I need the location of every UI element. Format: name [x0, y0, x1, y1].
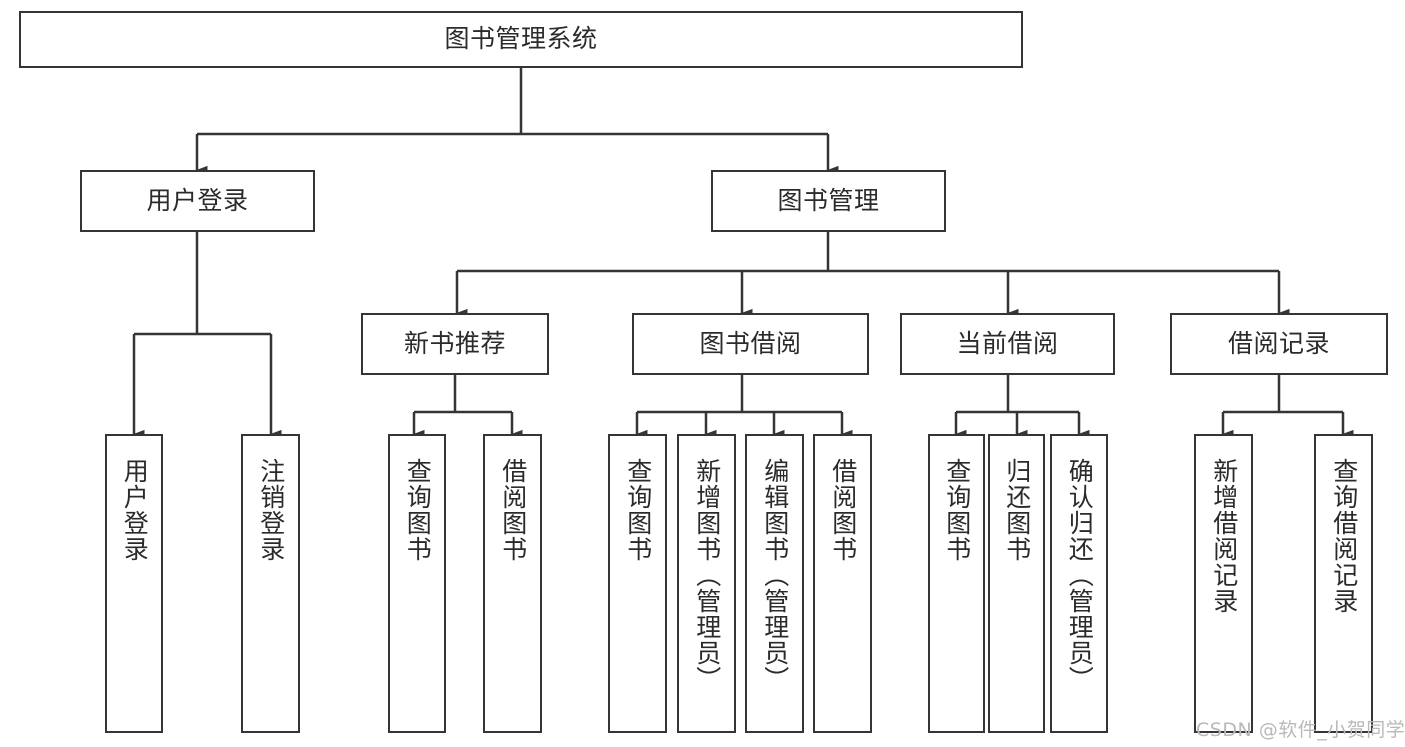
node-leaf-query-book-1-label: 查询图书 [403, 458, 433, 562]
node-borrow-record-label: 借阅记录 [1227, 328, 1330, 358]
node-leaf-user-logout[interactable]: 注销登录 [241, 434, 300, 733]
node-leaf-add-record[interactable]: 新增借阅记录 [1194, 434, 1253, 733]
node-leaf-user-logout-label: 注销登录 [256, 458, 286, 562]
node-root-label: 图书管理系统 [444, 24, 598, 54]
node-current-borrow-label: 当前借阅 [956, 328, 1059, 358]
node-user-login-label: 用户登录 [146, 185, 249, 215]
node-new-book-recommend[interactable]: 新书推荐 [361, 313, 549, 375]
node-book-manage-label: 图书管理 [777, 185, 880, 215]
node-leaf-query-book-2[interactable]: 查询图书 [608, 434, 667, 733]
node-leaf-add-record-label: 新增借阅记录 [1209, 458, 1239, 614]
node-leaf-confirm-return-label: 确认归还（管理员） [1065, 458, 1095, 692]
node-leaf-return-book-label: 归还图书 [1002, 458, 1032, 562]
node-leaf-query-book-2-label: 查询图书 [623, 458, 653, 562]
node-current-borrow[interactable]: 当前借阅 [900, 313, 1115, 375]
node-borrow-record[interactable]: 借阅记录 [1170, 313, 1388, 375]
node-leaf-return-book[interactable]: 归还图书 [988, 434, 1045, 733]
node-book-borrow-label: 图书借阅 [699, 328, 802, 358]
watermark-text: CSDN @软件_小贺同学 [1196, 719, 1405, 741]
node-leaf-query-record[interactable]: 查询借阅记录 [1314, 434, 1373, 733]
node-book-borrow[interactable]: 图书借阅 [632, 313, 869, 375]
node-book-manage[interactable]: 图书管理 [711, 170, 946, 232]
node-leaf-add-book-label: 新增图书（管理员） [692, 458, 722, 692]
node-leaf-add-book[interactable]: 新增图书（管理员） [677, 434, 736, 733]
node-new-book-recommend-label: 新书推荐 [403, 328, 506, 358]
node-leaf-borrow-book-2-label: 借阅图书 [828, 458, 858, 562]
node-leaf-confirm-return[interactable]: 确认归还（管理员） [1050, 434, 1108, 733]
node-leaf-query-book-3[interactable]: 查询图书 [928, 434, 985, 733]
node-leaf-user-login-label: 用户登录 [120, 458, 150, 562]
node-root-system[interactable]: 图书管理系统 [19, 11, 1023, 68]
node-leaf-query-book-1[interactable]: 查询图书 [388, 434, 446, 733]
node-leaf-edit-book[interactable]: 编辑图书（管理员） [745, 434, 804, 733]
node-leaf-query-record-label: 查询借阅记录 [1329, 458, 1359, 614]
node-leaf-borrow-book-1[interactable]: 借阅图书 [483, 434, 542, 733]
node-user-login[interactable]: 用户登录 [80, 170, 315, 232]
node-leaf-user-login[interactable]: 用户登录 [105, 434, 163, 733]
node-leaf-borrow-book-2[interactable]: 借阅图书 [813, 434, 872, 733]
node-leaf-query-book-3-label: 查询图书 [942, 458, 972, 562]
node-leaf-borrow-book-1-label: 借阅图书 [498, 458, 528, 562]
node-leaf-edit-book-label: 编辑图书（管理员） [760, 458, 790, 692]
